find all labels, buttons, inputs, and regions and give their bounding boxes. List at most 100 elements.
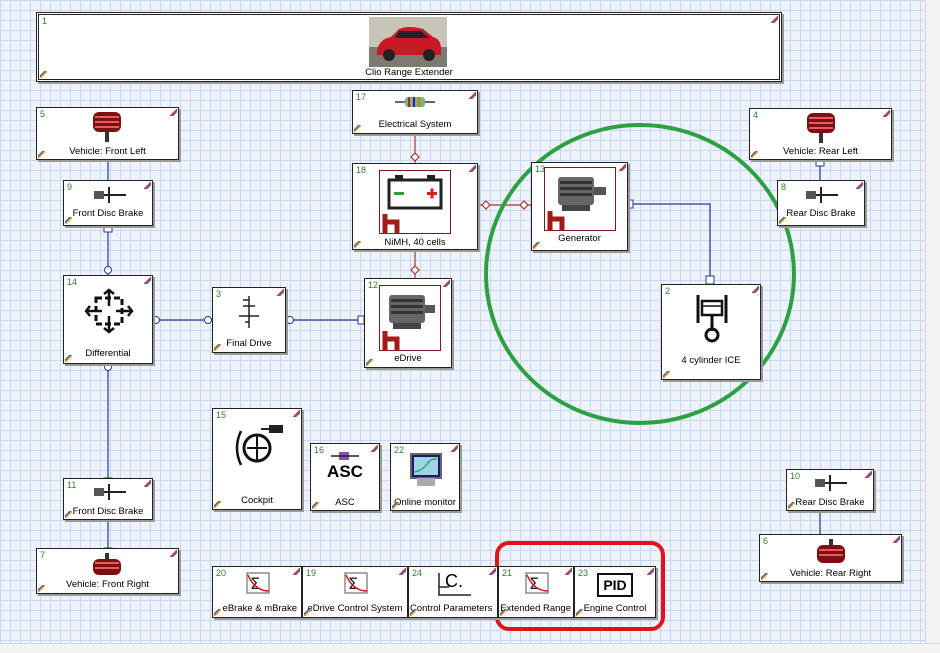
- block-number: 1: [42, 16, 47, 26]
- block-electrical-system[interactable]: 17 Electrical System: [352, 90, 478, 134]
- port-handle-icon[interactable]: [392, 502, 399, 509]
- block-rear-disc-brake-8[interactable]: 8 Rear Disc Brake: [777, 180, 865, 226]
- block-label: Generator: [532, 233, 627, 244]
- svg-text:Σ: Σ: [250, 574, 260, 593]
- port-handle-icon[interactable]: [354, 241, 361, 248]
- block-extended-range[interactable]: 21 Σ Extended Range: [498, 566, 574, 618]
- port-handle-icon[interactable]: [40, 71, 47, 78]
- resize-handle-icon[interactable]: [371, 445, 378, 452]
- block-vehicle-front-right[interactable]: 7 Vehicle: Front Right: [36, 548, 179, 594]
- block-front-disc-brake-11[interactable]: 11 Front Disc Brake: [63, 478, 153, 520]
- resize-handle-icon[interactable]: [399, 568, 406, 575]
- resize-handle-icon[interactable]: [565, 568, 572, 575]
- resize-handle-icon[interactable]: [469, 165, 476, 172]
- port-handle-icon[interactable]: [410, 609, 417, 616]
- resize-handle-icon[interactable]: [856, 182, 863, 189]
- resize-handle-icon[interactable]: [277, 289, 284, 296]
- port-handle-icon[interactable]: [761, 573, 768, 580]
- port-handle-icon[interactable]: [354, 125, 361, 132]
- block-vehicle-rear-right[interactable]: 6 Vehicle: Rear Right: [759, 534, 902, 582]
- sum-curve-icon: Σ: [524, 571, 550, 595]
- resize-handle-icon[interactable]: [443, 280, 450, 287]
- wheel-icon: [815, 539, 847, 565]
- port-handle-icon[interactable]: [38, 585, 45, 592]
- block-nimh-battery[interactable]: 18 NiMH, 40 cells: [352, 163, 478, 250]
- resize-handle-icon[interactable]: [771, 16, 778, 23]
- block-ebrake-mbrake[interactable]: 20 Σ eBrake & mBrake: [212, 566, 302, 618]
- port-handle-icon[interactable]: [65, 217, 72, 224]
- block-title-clio-range-extender[interactable]: 1 Clio Range Extender: [36, 12, 782, 82]
- block-vehicle-rear-left[interactable]: 4 Vehicle: Rear Left: [749, 108, 892, 160]
- resize-handle-icon[interactable]: [865, 471, 872, 478]
- port-handle-icon[interactable]: [214, 609, 221, 616]
- port-handle-icon[interactable]: [576, 609, 583, 616]
- port-handle-icon[interactable]: [663, 371, 670, 378]
- block-generator[interactable]: 13 Generator: [531, 162, 628, 251]
- port-handle-icon[interactable]: [65, 355, 72, 362]
- svg-text:Σ: Σ: [529, 574, 539, 593]
- port-handle-icon[interactable]: [751, 151, 758, 158]
- block-number: 10: [790, 471, 800, 481]
- resize-handle-icon[interactable]: [489, 568, 496, 575]
- block-asc[interactable]: 16 ASC ASC: [310, 443, 380, 511]
- port-handle-icon[interactable]: [38, 151, 45, 158]
- port-handle-icon[interactable]: [533, 242, 540, 249]
- port-handle-icon[interactable]: [788, 502, 795, 509]
- monitor-icon: [409, 452, 443, 490]
- resize-handle-icon[interactable]: [619, 164, 626, 171]
- block-cockpit[interactable]: 15 Cockpit: [212, 408, 302, 510]
- port-handle-icon[interactable]: [779, 217, 786, 224]
- block-number: 19: [306, 568, 316, 578]
- block-number: 9: [67, 182, 72, 192]
- wire-generator-ice: [628, 204, 710, 285]
- block-vehicle-front-left[interactable]: 5 Vehicle: Front Left: [36, 107, 179, 160]
- block-rear-disc-brake-10[interactable]: 10 Rear Disc Brake: [786, 469, 874, 511]
- resize-handle-icon[interactable]: [752, 286, 759, 293]
- resistor-icon: [395, 95, 435, 109]
- block-number: 16: [314, 445, 324, 455]
- port-handle-icon[interactable]: [214, 501, 221, 508]
- resize-handle-icon[interactable]: [647, 568, 654, 575]
- resize-handle-icon[interactable]: [144, 182, 151, 189]
- port-handle-icon[interactable]: [304, 609, 311, 616]
- port-handle-icon[interactable]: [366, 359, 373, 366]
- port-handle-icon[interactable]: [214, 344, 221, 351]
- resize-handle-icon[interactable]: [170, 109, 177, 116]
- block-number: 18: [356, 165, 366, 175]
- port-handle-icon[interactable]: [500, 609, 507, 616]
- block-number: 11: [67, 480, 76, 490]
- block-control-parameters[interactable]: 24 C. Control Parameters: [408, 566, 498, 618]
- resize-handle-icon[interactable]: [451, 445, 458, 452]
- block-number: 14: [67, 277, 77, 287]
- block-label: eDrive Control System: [303, 603, 407, 614]
- resize-handle-icon[interactable]: [883, 110, 890, 117]
- port-handle-icon[interactable]: [312, 502, 319, 509]
- resize-handle-icon[interactable]: [144, 480, 151, 487]
- resize-handle-icon[interactable]: [893, 536, 900, 543]
- block-number: 2: [665, 286, 670, 296]
- block-differential[interactable]: 14 Differential: [63, 275, 153, 364]
- block-engine-control[interactable]: 23 PID Engine Control: [574, 566, 656, 618]
- resize-handle-icon[interactable]: [170, 550, 177, 557]
- resize-handle-icon[interactable]: [144, 277, 151, 284]
- block-label: Vehicle: Front Right: [37, 579, 178, 590]
- block-online-monitor[interactable]: 22 Online monitor: [390, 443, 460, 511]
- block-front-disc-brake-9[interactable]: 9 Front Disc Brake: [63, 180, 153, 226]
- asc-icon-text: ASC: [311, 462, 379, 482]
- block-edrive-motor[interactable]: 12 eDrive: [364, 278, 452, 368]
- block-label: Vehicle: Rear Right: [760, 568, 901, 579]
- resize-handle-icon[interactable]: [469, 92, 476, 99]
- block-edrive-control-system[interactable]: 19 Σ eDrive Control System: [302, 566, 408, 618]
- block-label: Vehicle: Front Left: [37, 146, 178, 157]
- block-number: 8: [781, 182, 786, 192]
- disc-brake-icon: [90, 185, 128, 205]
- resize-handle-icon[interactable]: [293, 410, 300, 417]
- block-final-drive[interactable]: 3 Final Drive: [212, 287, 286, 353]
- disc-brake-icon: [811, 473, 849, 493]
- resize-handle-icon[interactable]: [293, 568, 300, 575]
- port-handle-icon[interactable]: [65, 511, 72, 518]
- block-number: 21: [502, 568, 512, 578]
- block-label: NiMH, 40 cells: [353, 237, 477, 248]
- block-label: Rear Disc Brake: [787, 497, 873, 508]
- block-4-cylinder-ice[interactable]: 2 4 cylinder ICE: [661, 284, 761, 380]
